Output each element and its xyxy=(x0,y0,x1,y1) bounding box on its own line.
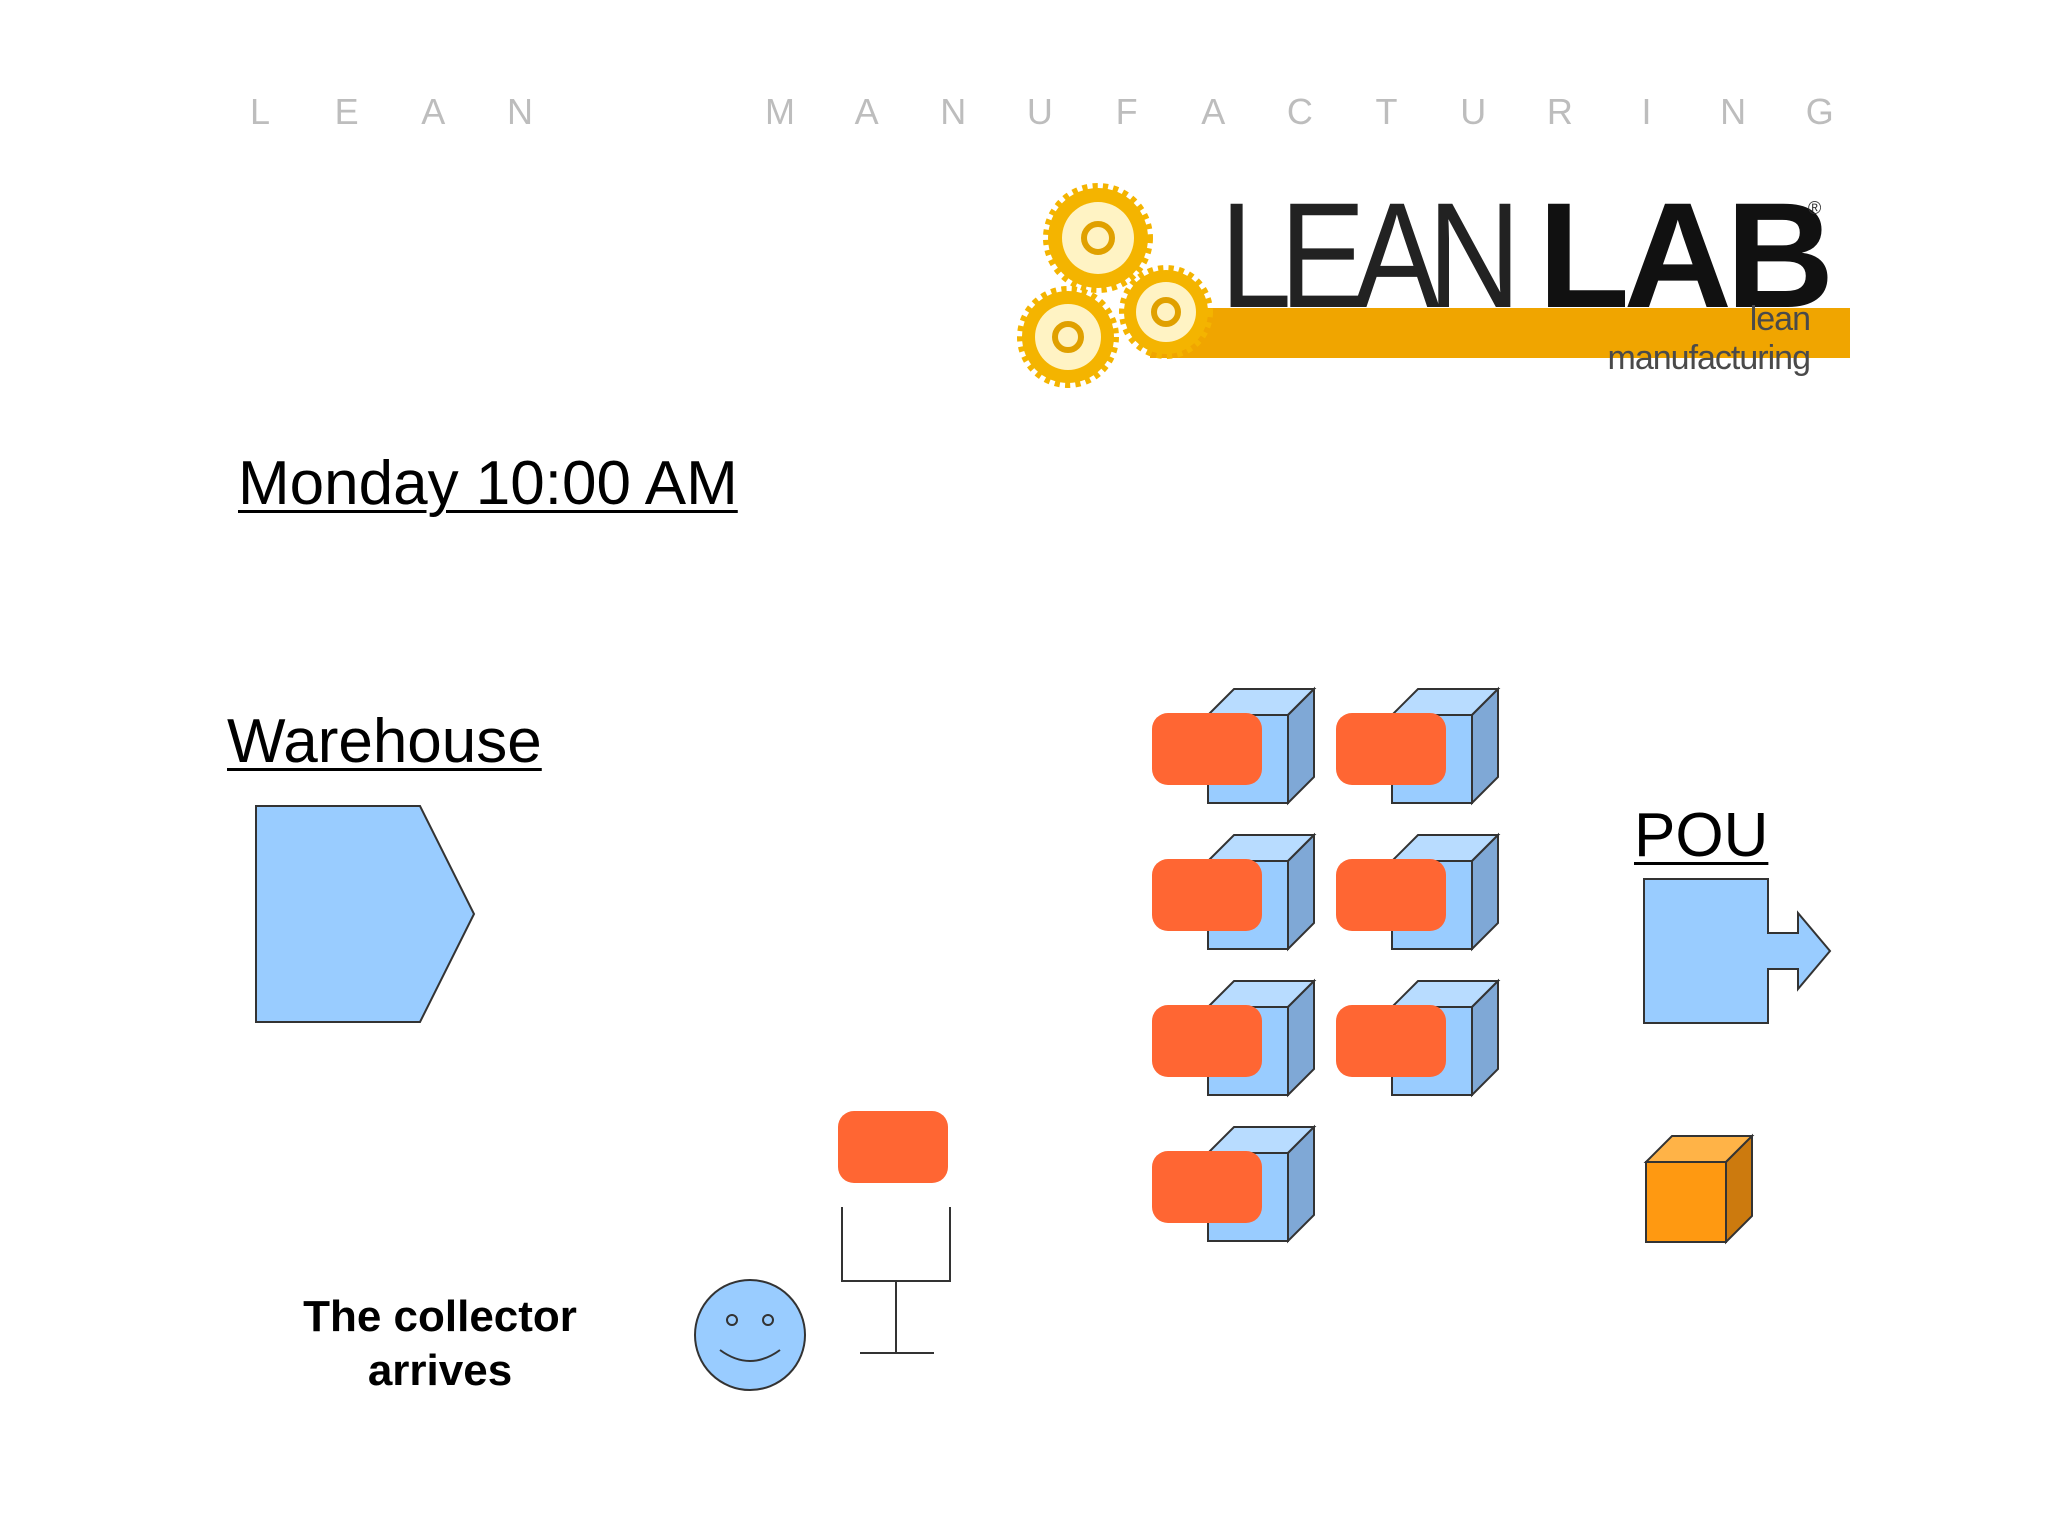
warehouse-label: Warehouse xyxy=(227,707,542,776)
logo-tagline: lean manufacturing xyxy=(1607,300,1811,377)
header-letter: C xyxy=(1286,91,1313,132)
kanban-card xyxy=(1152,713,1262,785)
header-letter: T xyxy=(1375,91,1398,132)
pou-label: POU xyxy=(1634,801,1769,870)
warehouse-icon xyxy=(255,805,476,1023)
logo-word-lean: LEAN xyxy=(1220,171,1521,339)
header-letter: N xyxy=(1720,91,1747,132)
lean-lab-logo xyxy=(1017,183,1850,388)
header-letter: U xyxy=(1460,91,1487,132)
kanban-post xyxy=(838,1111,951,1354)
collector-caption: The collector arrives xyxy=(303,1292,577,1395)
box-with-card xyxy=(1152,1124,1317,1244)
time-label: Monday 10:00 AM xyxy=(238,449,738,518)
kanban-card xyxy=(1152,859,1262,931)
header-letter: I xyxy=(1641,91,1652,132)
header-letter: N xyxy=(506,91,533,132)
kanban-rack xyxy=(1152,686,1501,1244)
orange-box-icon xyxy=(1643,1133,1755,1245)
header-letter: E xyxy=(334,91,359,132)
kanban-card xyxy=(1336,1005,1446,1077)
header-letter: M xyxy=(764,91,795,132)
gear-icon xyxy=(1119,265,1213,359)
header-letter: A xyxy=(854,91,879,132)
header-letter: F xyxy=(1115,91,1138,132)
registered-mark: ® xyxy=(1808,198,1822,218)
header-letter: R xyxy=(1546,91,1573,132)
pou-icon xyxy=(1643,878,1832,1024)
header-letter: U xyxy=(1026,91,1053,132)
header-letter: G xyxy=(1805,91,1834,132)
header-letter: A xyxy=(1201,91,1226,132)
box-with-card xyxy=(1336,686,1501,806)
box-with-card xyxy=(1336,832,1501,952)
box-with-card xyxy=(1336,978,1501,1098)
kanban-card xyxy=(1336,713,1446,785)
kanban-card xyxy=(1152,1005,1262,1077)
logo-band xyxy=(1150,308,1850,358)
logo-word-lab: LAB xyxy=(1538,171,1834,339)
kanban-card xyxy=(1336,859,1446,931)
box-with-card xyxy=(1152,978,1317,1098)
box-with-card xyxy=(1152,832,1317,952)
kanban-card xyxy=(838,1111,948,1183)
header-letter: A xyxy=(421,91,446,132)
header-letter: L xyxy=(249,91,271,132)
kanban-card xyxy=(1152,1151,1262,1223)
gear-icon xyxy=(1043,183,1153,293)
box-with-card xyxy=(1152,686,1317,806)
header-letter: N xyxy=(940,91,967,132)
collector-icon xyxy=(694,1279,806,1391)
gear-icon xyxy=(1017,286,1119,388)
